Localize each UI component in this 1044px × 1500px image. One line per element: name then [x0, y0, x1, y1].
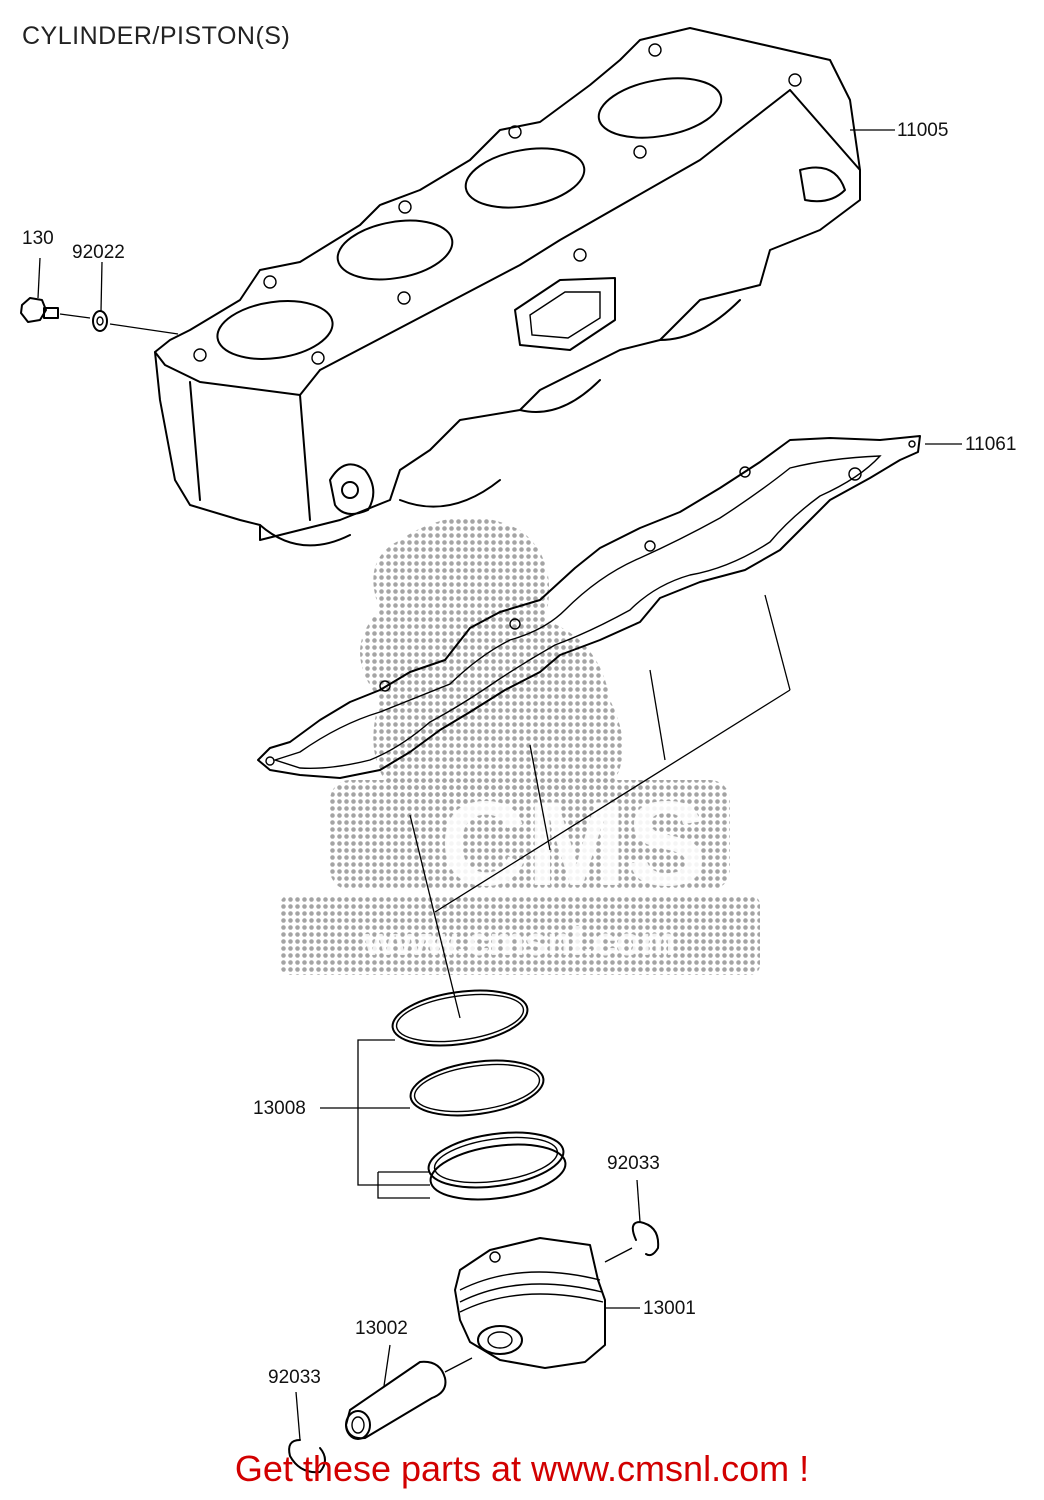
- cylinder-block[interactable]: [154, 27, 861, 547]
- label-130[interactable]: 130: [22, 228, 54, 249]
- label-92033-left[interactable]: 92033: [268, 1367, 321, 1388]
- label-13008[interactable]: 13008: [253, 1098, 306, 1119]
- label-92022[interactable]: 92022: [72, 242, 125, 263]
- watermark-url: www.cmsnl.com: [363, 920, 676, 964]
- cylinder-gasket[interactable]: [257, 435, 921, 779]
- washer-92022[interactable]: [92, 261, 108, 332]
- label-13001[interactable]: 13001: [643, 1298, 696, 1319]
- rings-leader: [320, 1039, 430, 1199]
- label-13002[interactable]: 13002: [355, 1318, 408, 1339]
- bore-axis-lines: [409, 594, 791, 1019]
- piston-rings[interactable]: [389, 983, 569, 1207]
- label-11005[interactable]: 11005: [897, 120, 949, 141]
- circlip-left[interactable]: [288, 1391, 326, 1474]
- bolt-axis-line: [59, 313, 91, 319]
- page-title: CYLINDER/PISTON(S): [22, 22, 291, 50]
- watermark-logo: CMS www.cmsnl.com: [280, 517, 760, 975]
- label-92033-right[interactable]: 92033: [607, 1153, 660, 1174]
- washer-leader: [109, 323, 179, 335]
- label-11061[interactable]: 11061: [965, 434, 1017, 455]
- piston-pin[interactable]: [345, 1344, 473, 1440]
- bolt-130[interactable]: [20, 257, 59, 323]
- footer-link[interactable]: Get these parts at www.cmsnl.com !: [234, 1448, 810, 1489]
- circlip-right[interactable]: [631, 1179, 660, 1257]
- watermark-brand: CMS: [440, 777, 707, 911]
- piston[interactable]: [454, 1237, 640, 1369]
